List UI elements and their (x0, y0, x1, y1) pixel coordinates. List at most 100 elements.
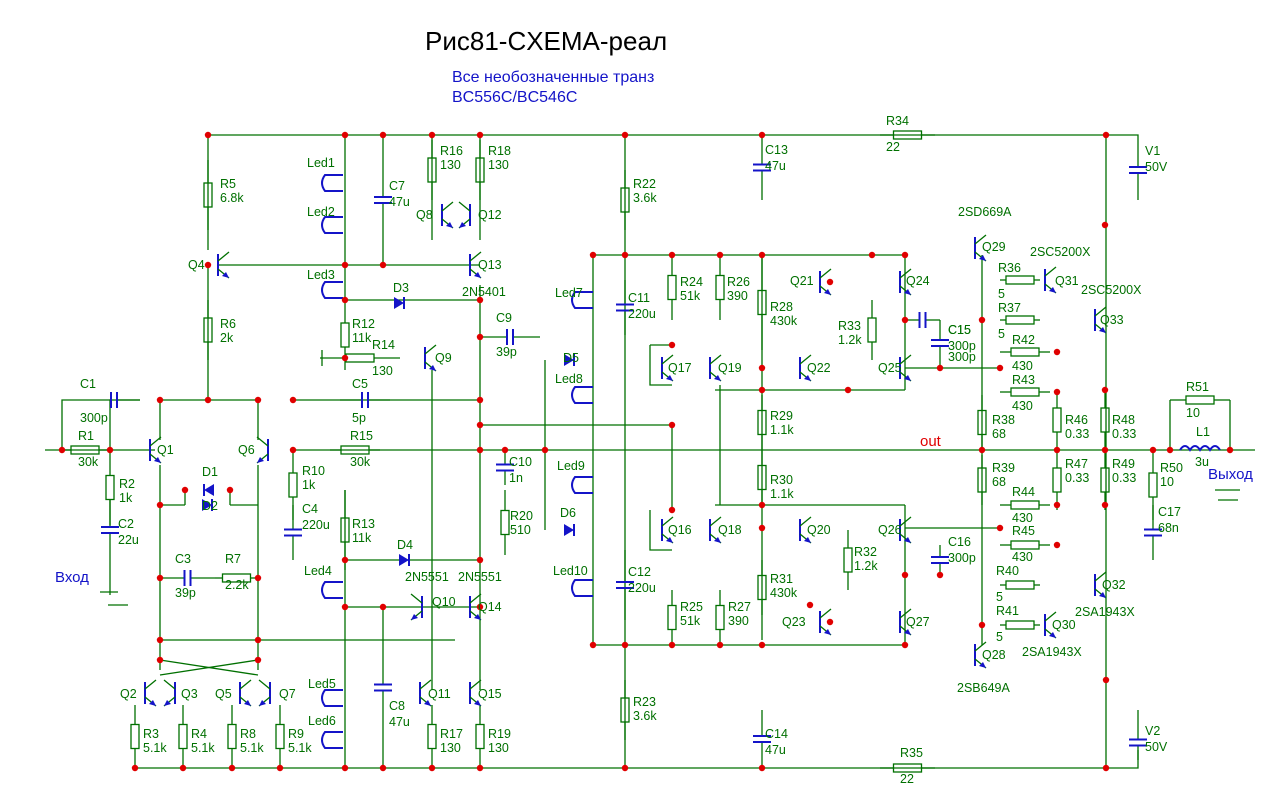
label-components-r31-1: 430k (770, 586, 798, 600)
transistor-arrow (149, 700, 156, 706)
capacitor-c4 (284, 528, 302, 537)
label-components-r3-0: R3 (143, 727, 159, 741)
transistor-arrow (1099, 592, 1106, 598)
label-components-r22-0: R22 (633, 177, 656, 191)
junction-dot (826, 278, 834, 286)
junction-dot (131, 764, 139, 772)
label-labels-q11: Q11 (428, 687, 451, 701)
led-body (571, 476, 593, 494)
label-components-r23-1: 3.6k (633, 709, 657, 723)
junction-dot (254, 396, 262, 404)
transistor-q11 (419, 679, 432, 707)
junction-dot (156, 636, 164, 644)
transistor-q2 (144, 679, 157, 707)
label-components-c8-0: C8 (389, 699, 405, 713)
resistor-r15 (340, 445, 370, 455)
resistor-r39 (977, 467, 987, 493)
resistor-r28 (757, 289, 767, 316)
label-components-r13-0: R13 (352, 517, 375, 531)
label-components-r5-0: R5 (220, 177, 236, 191)
junction-dot (978, 446, 986, 454)
label-labels-q32: Q32 (1102, 578, 1126, 592)
junction-dot (476, 296, 484, 304)
junction-dot (936, 364, 944, 372)
led-body (571, 386, 593, 404)
label-components-c17-0: C17 (1158, 505, 1181, 519)
transistor-q20 (799, 516, 812, 544)
capacitor-c10 (496, 463, 514, 472)
resistor-r9 (275, 723, 285, 750)
label-components-r9-0: R9 (288, 727, 304, 741)
transistor-arrow (904, 537, 911, 543)
transistor-collector (217, 251, 230, 262)
resistor-r3 (130, 723, 140, 750)
led-body (571, 291, 593, 309)
junction-dot (901, 571, 909, 579)
diode-d6 (564, 524, 575, 536)
label-labels-led4: Led4 (304, 564, 332, 578)
label-labels-q18: Q18 (718, 523, 742, 537)
label-labels-d2: D2 (202, 499, 218, 513)
label-components-r29-1: 1.1k (770, 423, 794, 437)
diode-d2 (202, 499, 213, 511)
junction-dots (58, 131, 1234, 772)
label-components-c1-1: 300p (80, 411, 108, 425)
label-part_numbers-q29: 2SD669A (958, 205, 1012, 219)
label-components-r44-1: 430 (1012, 511, 1033, 525)
transistor-arrow (411, 614, 418, 620)
led-led8 (571, 386, 593, 404)
label-components-r50-0: R50 (1160, 461, 1183, 475)
junction-dot (716, 251, 724, 259)
transistor-arrow (904, 289, 911, 295)
junction-dot (868, 251, 876, 259)
label-components-l1-1: 3u (1195, 455, 1209, 469)
led-body (321, 731, 343, 749)
transistor-q3 (163, 679, 176, 707)
transistor-collector (256, 436, 269, 447)
label-components-r5-1: 6.8k (220, 191, 244, 205)
resistor-r24 (667, 274, 677, 301)
label-components-r17-0: R17 (440, 727, 463, 741)
label-components-r9-1: 5.1k (288, 741, 312, 755)
label-components-c15-1: 300p (948, 339, 976, 353)
resistor-r44 (1010, 500, 1040, 510)
label-components-c13-1: 47u (765, 159, 786, 173)
transistor-arrow (257, 457, 264, 463)
label-components-r35-1: 22 (900, 772, 914, 786)
capacitor-c9 (506, 329, 514, 345)
junction-dot (978, 621, 986, 629)
transistor-q24 (899, 268, 912, 296)
junction-dot (758, 524, 766, 532)
junction-dot (1102, 676, 1110, 684)
label-components-r8-1: 5.1k (240, 741, 264, 755)
junction-dot (156, 574, 164, 582)
label-io-out_net: out (920, 433, 942, 450)
label-components-r13-1: 11k (352, 531, 372, 545)
transistor-collector (424, 344, 437, 355)
label-labels-d5: D5 (563, 351, 579, 365)
junction-dot (476, 764, 484, 772)
label-labels-q10: Q10 (432, 595, 456, 609)
transistor-collector (899, 354, 912, 365)
transistor-collector (709, 354, 722, 365)
label-components-r17-1: 130 (440, 741, 461, 755)
label-components-r25-0: R25 (680, 600, 703, 614)
label-components-r45-0: R45 (1012, 524, 1035, 538)
label-labels-q28: Q28 (982, 648, 1006, 662)
junction-dot (758, 641, 766, 649)
junction-dot (476, 396, 484, 404)
capacitor-c13 (753, 163, 771, 172)
label-components-c8-1: 47u (389, 715, 410, 729)
led-led6 (321, 731, 343, 749)
junction-dot (106, 446, 114, 454)
label-components-v1-0: V1 (1145, 144, 1160, 158)
junction-dot (1053, 501, 1061, 509)
label-components-r32-0: R32 (854, 545, 877, 559)
junction-dot (668, 341, 676, 349)
transistor-collector (661, 354, 674, 365)
label-components-r2-0: R2 (119, 477, 135, 491)
transistor-collector (1044, 611, 1057, 622)
label-components-r28-0: R28 (770, 300, 793, 314)
transistor-q5 (239, 679, 252, 707)
junction-dot (476, 446, 484, 454)
